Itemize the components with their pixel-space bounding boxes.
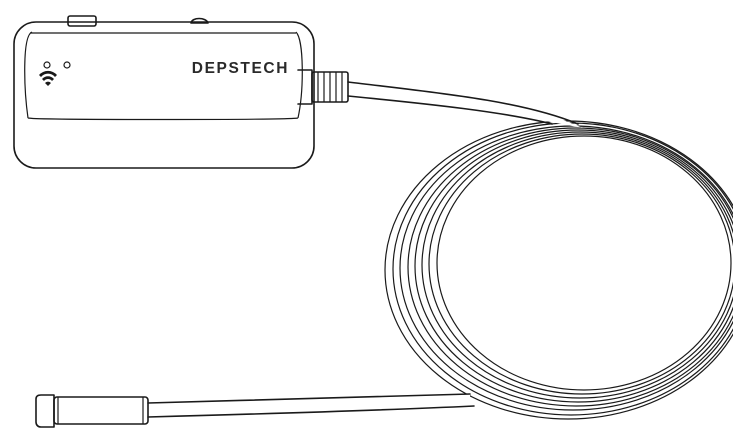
camera-probe [35, 394, 149, 428]
led-indicator-icon [43, 61, 51, 69]
led-indicator-icon [63, 61, 71, 69]
coiled-cable [384, 120, 733, 420]
brand-logo: DEPSTECH [192, 60, 289, 77]
cable-connector [297, 69, 349, 105]
wifi-box [13, 21, 315, 169]
straight-cable [147, 393, 475, 418]
cable-to-coil [347, 81, 583, 128]
top-switch [67, 15, 97, 27]
wifi-icon [39, 70, 57, 86]
